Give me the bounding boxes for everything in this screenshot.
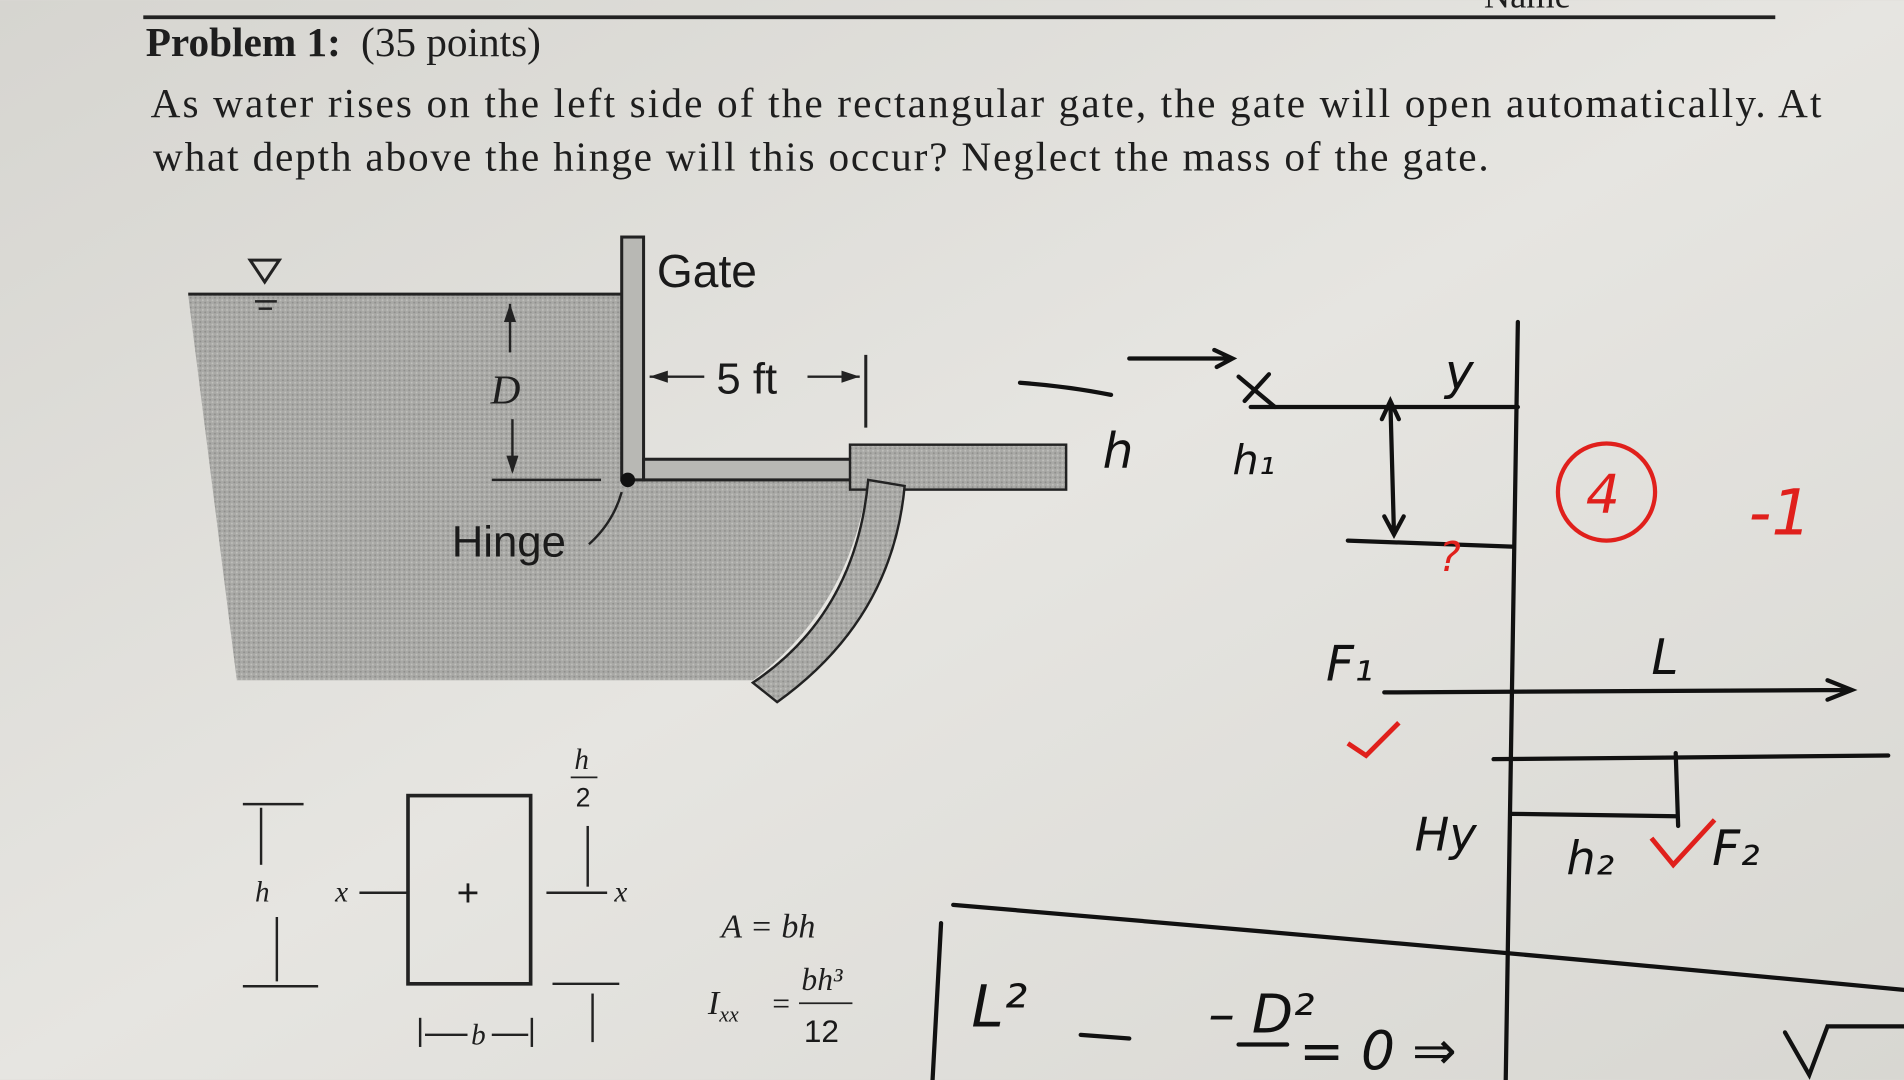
score-circle: [1555, 441, 1658, 543]
water-region: [188, 295, 869, 681]
hinge-point: [620, 472, 636, 488]
problem-heading: Problem 1: (35 points): [146, 19, 541, 66]
hy-label: Hy: [1415, 807, 1478, 861]
handwritten-work: [930, 319, 1904, 1080]
gate-plate: [620, 235, 646, 482]
hinge-leader: [588, 491, 623, 546]
handwritten-labels: y h h₁ ? 4 -1 L F₁ Hy h₂ F₂ L² – D² = 0 …: [971, 345, 1811, 1080]
f1-label: F₁: [1326, 636, 1373, 692]
question-mark: ?: [1439, 533, 1461, 581]
x-label-left: x: [334, 876, 348, 908]
h1-mid-label: h₁: [1233, 436, 1276, 484]
inertia-denominator: 12: [804, 1013, 839, 1049]
name-label: Name: [1484, 0, 1571, 16]
gate-figure: Gate 5 ft D Hinge: [188, 235, 1068, 704]
half-h-denominator: 2: [576, 783, 591, 813]
water-level-triangle-icon: [247, 258, 283, 310]
inertia-numerator: bh³: [801, 962, 843, 997]
check-mark-icon: [1346, 721, 1401, 759]
problem-title: Problem 1:: [146, 19, 341, 65]
width-dimension: 5 ft: [649, 355, 868, 428]
equals-sign: =: [772, 986, 790, 1021]
equation-left: L²: [971, 972, 1027, 1040]
x-label-right: x: [613, 876, 627, 908]
section-rectangle: [406, 793, 533, 986]
gate-label: Gate: [657, 245, 757, 297]
equation-right: = 0 ⇒: [1299, 1019, 1456, 1080]
h-label: h: [255, 876, 270, 908]
centroid-mark: +: [457, 872, 480, 915]
curved-wall: [750, 478, 906, 704]
f2-label: F₂: [1712, 821, 1759, 877]
deduction: -1: [1749, 476, 1812, 550]
problem-text-line1: As water rises on the left side of the r…: [151, 80, 1822, 126]
inertia-lhs: Ixx: [707, 985, 739, 1026]
width-label: 5 ft: [716, 355, 777, 404]
h2-label: h₂: [1566, 832, 1614, 886]
section-diagram: h x + x h 2 b A = bh Ixx = bh³ 12: [242, 744, 853, 1052]
problem-text-line2: what depth above the hinge will this occ…: [153, 133, 1489, 179]
y-axis-label: y: [1443, 345, 1475, 401]
area-formula: A = bh: [719, 909, 815, 946]
depth-dimension: D: [490, 303, 602, 482]
score-value: 4: [1586, 463, 1620, 526]
check-mark-icon: [1649, 818, 1717, 869]
depth-label: D: [490, 366, 521, 412]
problem-points: (35 points): [361, 19, 541, 66]
h1-left-label: h: [1103, 424, 1134, 480]
gate-floor: [642, 457, 870, 482]
hinge-label: Hinge: [452, 517, 566, 566]
length-label: L: [1651, 630, 1678, 686]
equation-middle: – D²: [1208, 982, 1314, 1045]
b-label: b: [471, 1020, 486, 1052]
half-h-numerator: h: [574, 744, 589, 776]
